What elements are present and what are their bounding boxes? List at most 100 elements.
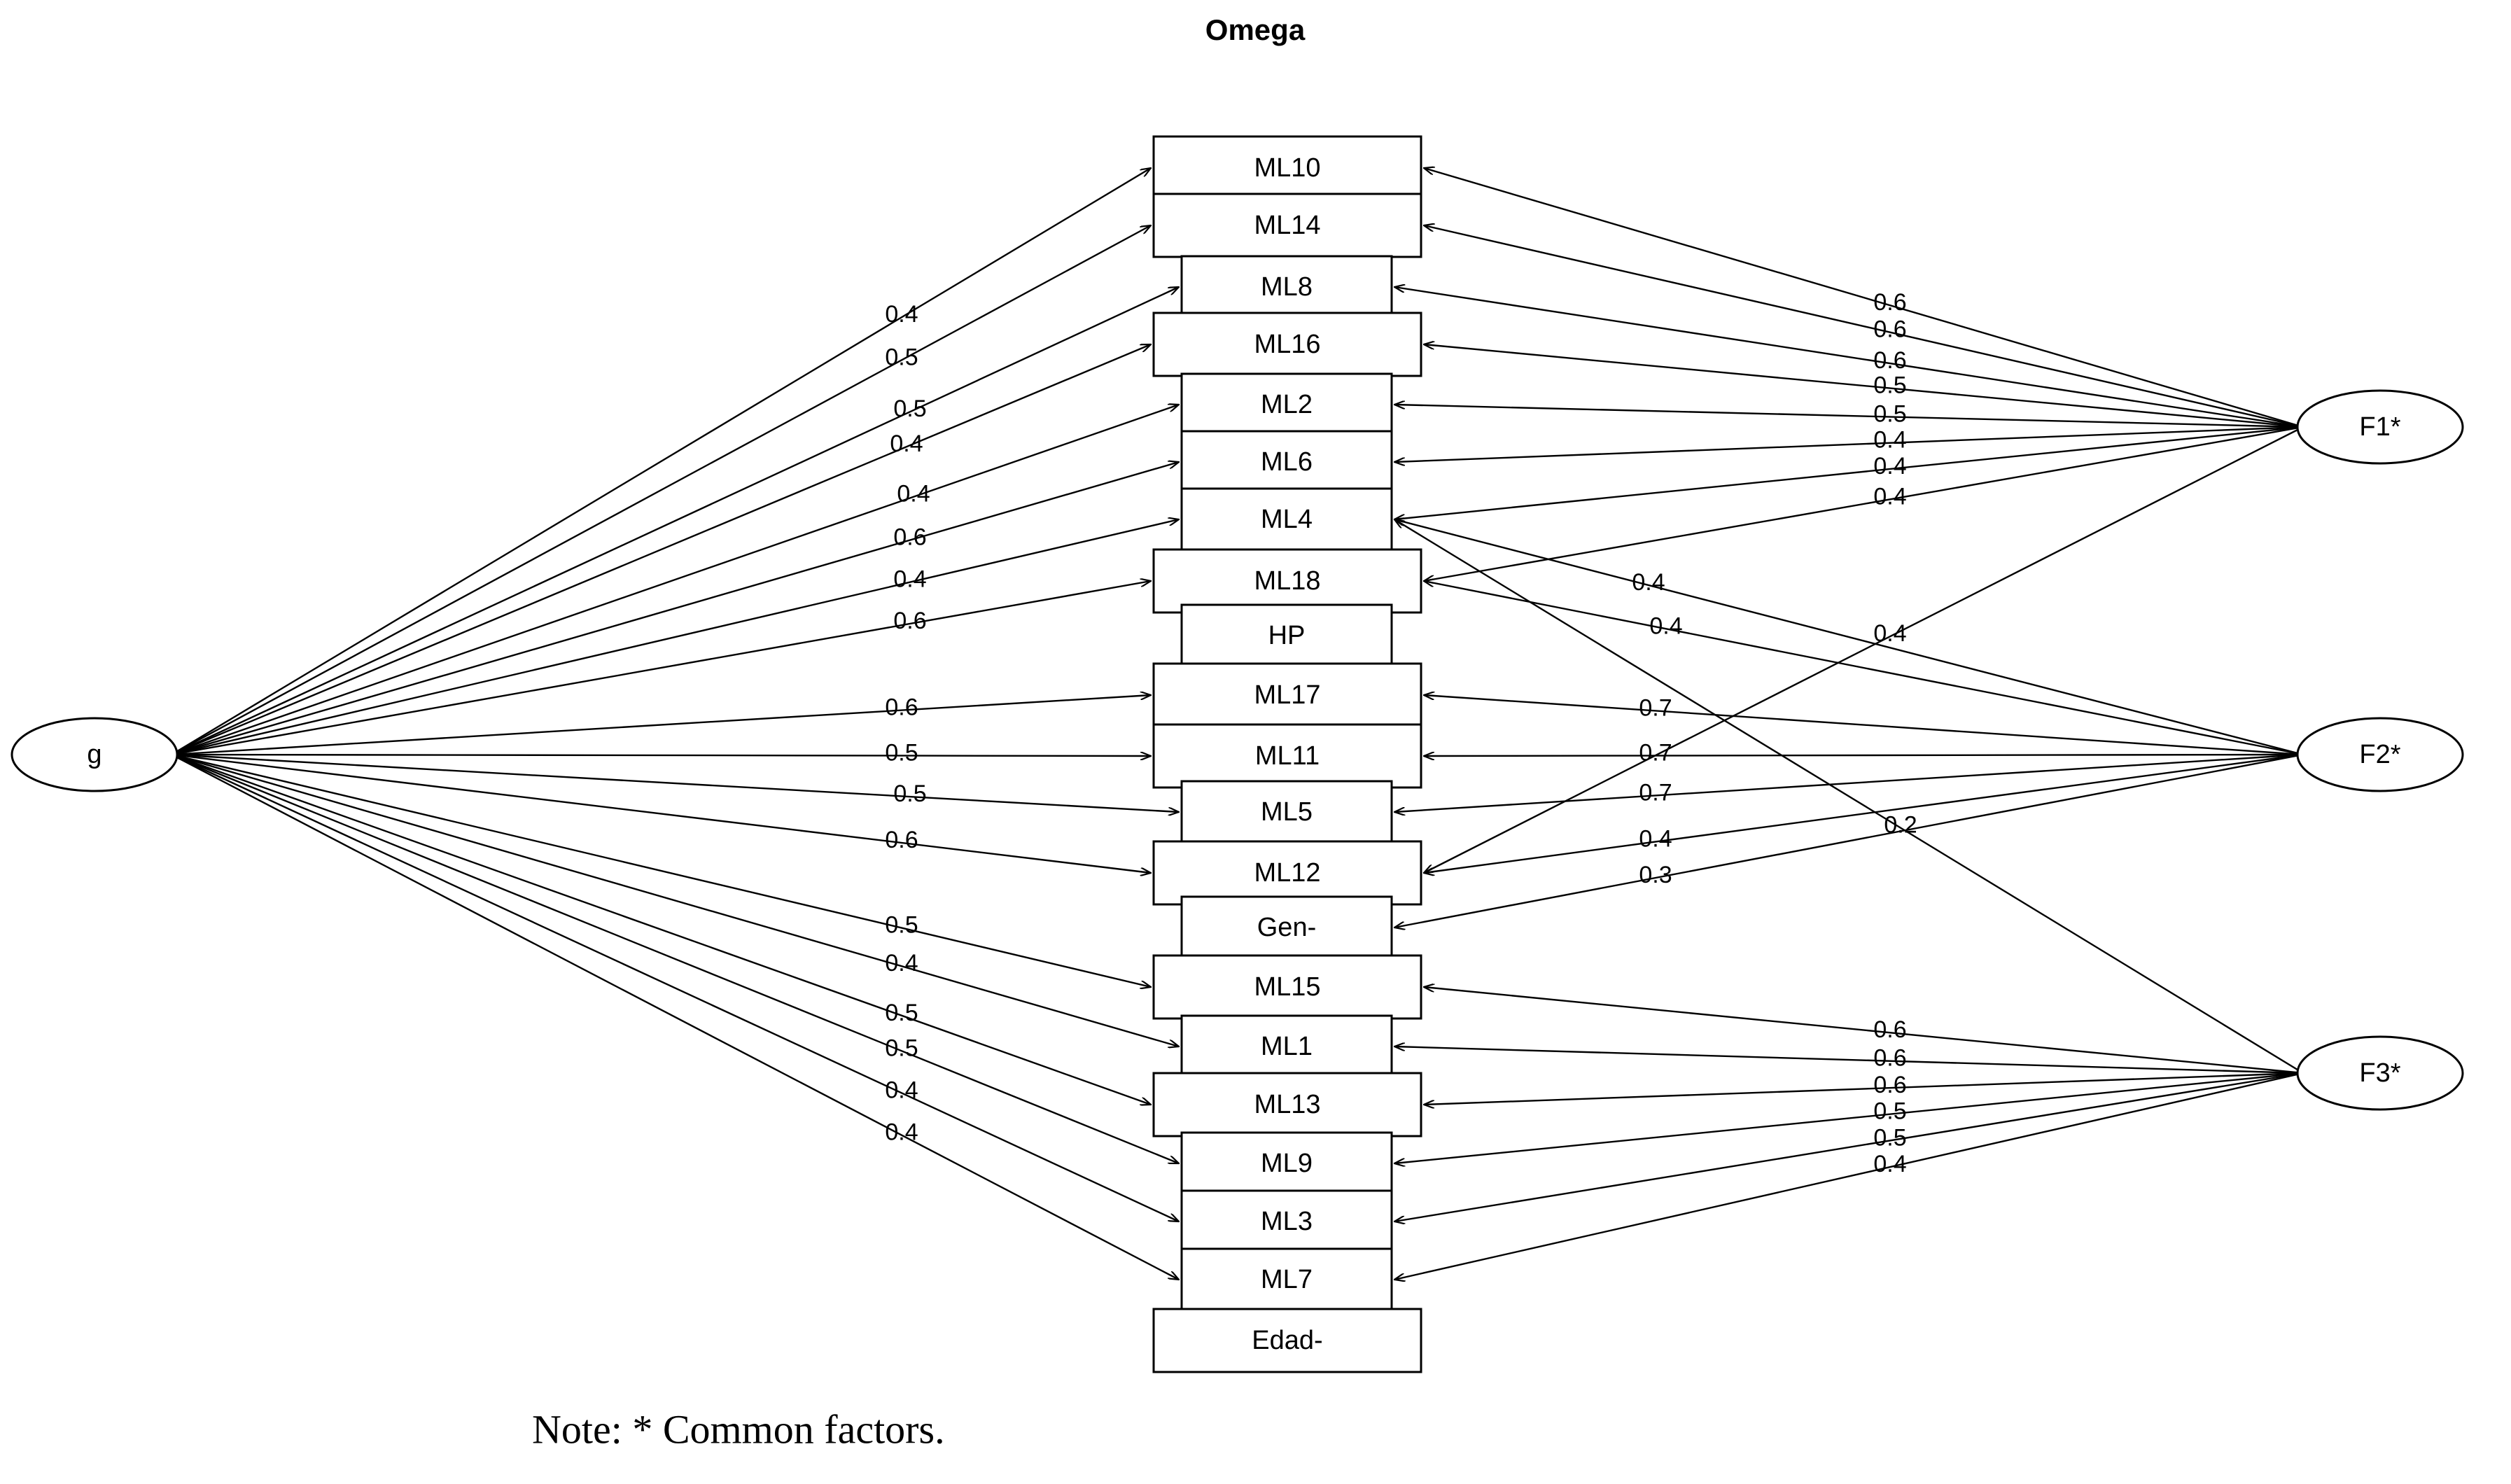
indicator-label: ML8 [1261,272,1313,302]
path-arrow [1424,168,2304,428]
path-arrow [1394,426,2304,462]
indicator-box: ML11 [1152,723,1422,789]
path-arrow [1424,344,2304,428]
loading-value-label: 0.4 [893,566,926,593]
path-arrow [171,287,1179,756]
path-arrow [171,168,1151,756]
page-title: Omega [1205,13,1306,46]
loading-value-label: 0.5 [885,344,918,370]
path-arrow [1424,753,2304,873]
indicator-label: ML16 [1254,330,1320,359]
path-arrow [171,344,1151,756]
indicator-box: ML17 [1152,662,1422,728]
path-arrow [1424,426,2304,873]
latent-factor-label: g [87,740,102,769]
indicator-box: ML12 [1152,840,1422,906]
indicator-box: ML18 [1152,548,1422,614]
loading-value-label: 0.5 [893,396,926,422]
loading-value-label: 0.3 [1639,862,1672,888]
path-arrow [171,753,1151,873]
indicator-label: ML3 [1261,1207,1313,1236]
indicator-label: ML9 [1261,1149,1313,1178]
loading-value-label: 0.7 [1639,779,1672,806]
loading-value-label: 0.5 [1873,1098,1906,1125]
path-arrow [1394,1046,2304,1074]
loading-value-label: 0.5 [893,780,926,807]
loading-value-label: 0.7 [1639,739,1672,766]
latent-factor-label: F2* [2359,740,2400,769]
edges-layer [171,168,2304,1280]
figure-note: Note: * Common factors. [532,1406,945,1452]
path-arrow [1394,519,2304,1074]
indicator-label: ML6 [1261,447,1313,477]
path-arrow [171,753,1151,987]
path-arrow [171,753,1179,812]
indicator-label: ML14 [1254,211,1320,240]
indicator-label: Gen- [1257,913,1316,942]
path-arrow [171,695,1151,756]
path-arrow [1394,1072,2304,1163]
loading-value-label: 0.6 [885,694,918,721]
loading-value-label: 0.6 [1873,316,1906,343]
loading-value-label: 0.5 [885,739,918,766]
indicator-box: ML9 [1180,1131,1393,1196]
loading-value-label: 0.4 [885,950,918,976]
path-arrow [1424,1072,2304,1105]
loading-value-label: 0.4 [1873,620,1906,647]
indicator-box: ML3 [1180,1189,1393,1254]
indicator-box: ML1 [1180,1014,1393,1079]
loading-value-label: 0.5 [1873,400,1906,427]
loading-value-label: 0.4 [890,430,923,457]
indicator-label: ML4 [1261,505,1313,534]
path-arrow [1394,753,2304,927]
loading-value-label: 0.6 [1873,1045,1906,1072]
path-arrow [1424,755,2304,756]
indicator-label: ML12 [1254,858,1320,888]
indicator-label: ML13 [1254,1090,1320,1119]
indicator-label: ML11 [1255,741,1320,771]
loading-value-label: 0.4 [1873,483,1906,510]
indicator-label: ML10 [1254,153,1320,183]
indicator-box: ML7 [1180,1247,1393,1312]
path-arrow [1394,519,2304,756]
loading-value-label: 0.4 [1632,569,1665,596]
path-arrow [1394,426,2304,519]
path-arrow [171,462,1179,756]
path-arrow [171,405,1179,756]
path-arrow [171,753,1179,1280]
path-arrow [1424,695,2304,756]
loading-value-label: 0.6 [893,524,926,551]
indicator-boxes-layer: ML10ML14ML8ML16ML2ML6ML4ML18HPML17ML11ML… [1152,135,1422,1373]
indicator-box: ML16 [1152,312,1422,377]
path-arrow [171,225,1151,756]
latent-factor-node: g [11,717,179,792]
loading-value-label: 0.5 [885,912,918,939]
indicator-label: HP [1268,621,1306,650]
path-arrow [1424,987,2304,1074]
latent-factor-label: F3* [2359,1058,2400,1088]
indicator-box: ML10 [1152,135,1422,201]
indicator-label: ML1 [1261,1032,1313,1061]
path-arrow [1394,1072,2304,1280]
indicator-box: ML8 [1180,255,1393,319]
loading-value-label: 0.4 [1649,612,1682,639]
latent-factor-node: F2* [2296,717,2464,792]
indicator-label: ML15 [1254,972,1320,1002]
indicator-box: ML4 [1180,487,1393,552]
edge-labels-layer: 0.4 0.5 0.5 0.4 0.4 0.6 0.4 0.6 0.6 0.5 0.5 0.6 0.5 0… [885,289,1917,1177]
loading-value-label: 0.6 [1873,347,1906,374]
loading-value-label: 0.2 [1884,812,1917,839]
loading-value-label: 0.6 [893,608,926,634]
loading-value-label: 0.4 [885,1077,918,1103]
path-arrow [171,755,1151,756]
loading-value-label: 0.4 [885,301,918,328]
indicator-box: ML15 [1152,954,1422,1020]
path-arrow [171,519,1179,756]
path-arrow [1394,405,2304,428]
indicator-box: HP [1180,603,1393,668]
loading-value-label: 0.4 [1873,1151,1906,1177]
indicator-label: Edad- [1252,1326,1322,1355]
indicator-label: ML5 [1261,797,1313,827]
path-arrow [1424,426,2304,581]
indicator-box: Gen- [1180,895,1393,960]
